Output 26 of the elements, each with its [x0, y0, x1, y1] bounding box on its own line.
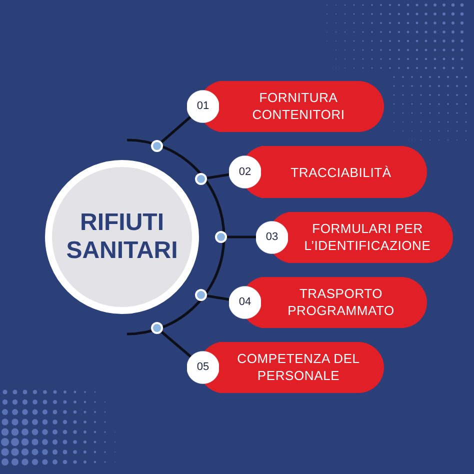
step-pill [219, 342, 384, 392]
step-number: 04 [238, 296, 252, 308]
connector-line [206, 294, 230, 301]
step-number: 03 [266, 230, 278, 244]
step-label: COMPETENZA DEL PERSONALE [236, 350, 361, 384]
connector-dot [215, 231, 227, 243]
step-pill [288, 212, 453, 262]
step-label: FORMULARI PER L’IDENTIFICAZIONE [303, 220, 432, 254]
topic-title: RIFIUTI SANITARI [65, 209, 179, 265]
connector-dot [151, 322, 163, 334]
connector-line [160, 330, 192, 358]
connector-line [206, 173, 230, 180]
step-label: FORNITURA CONTENITORI [251, 89, 346, 123]
step-number: 02 [238, 166, 252, 178]
connector-dot [195, 173, 207, 185]
connector-dot [195, 289, 207, 301]
step-pill [261, 146, 427, 198]
step-pill [261, 276, 427, 328]
step-label: TRASPORTO PROGRAMMATO [286, 285, 396, 319]
step-number: 05 [196, 360, 210, 374]
step-label: TRACCIABILITÀ [290, 164, 392, 180]
step-number: 01 [196, 100, 210, 112]
connector-line [227, 236, 256, 238]
connector-line [160, 116, 192, 144]
step-pill [219, 80, 384, 132]
connector-dot [151, 140, 163, 152]
